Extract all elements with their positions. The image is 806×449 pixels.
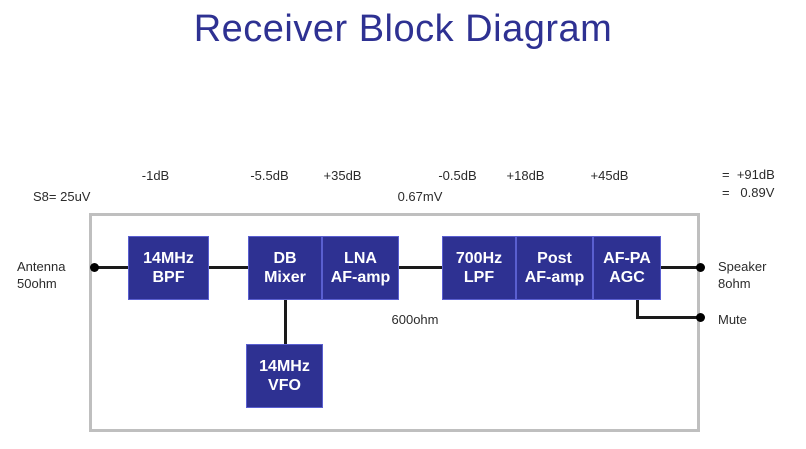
wire-mute-run xyxy=(636,316,700,319)
block-lpf-line2: LPF xyxy=(463,269,495,286)
gain-label-bpf: -1dB xyxy=(141,168,170,183)
gain-label-postamp: +18dB xyxy=(506,168,545,183)
wire-bpf-to-mixer xyxy=(209,266,248,269)
chassis-outline xyxy=(89,213,700,432)
block-lpf[interactable]: 700Hz LPF xyxy=(442,236,516,300)
block-lna-af-amp[interactable]: LNA AF-amp xyxy=(322,236,399,300)
block-af-pa-agc[interactable]: AF-PA AGC xyxy=(593,236,661,300)
block-bpf-line1: 14MHz xyxy=(143,250,194,267)
gain-label-afpa: +45dB xyxy=(590,168,629,183)
block-bpf[interactable]: 14MHz BPF xyxy=(128,236,209,300)
gain-label-lna: +35dB xyxy=(323,168,362,183)
block-af-pa-agc-line1: AF-PA xyxy=(603,250,651,267)
block-af-pa-agc-line2: AGC xyxy=(609,269,645,286)
block-db-mixer-line2: Mixer xyxy=(264,269,306,286)
gain-label-lpf: -0.5dB xyxy=(438,168,477,183)
wire-lna-to-lpf xyxy=(399,266,442,269)
wire-afpa-to-speaker xyxy=(661,266,700,269)
block-post-af-amp[interactable]: Post AF-amp xyxy=(516,236,593,300)
speaker-port-label-line1: Speaker xyxy=(718,259,767,274)
antenna-port-label-line2: 50ohm xyxy=(17,276,57,291)
total-voltage-label: = 0.89V xyxy=(722,185,775,200)
block-vfo-line1: 14MHz xyxy=(259,358,310,375)
wire-mixer-to-vfo xyxy=(284,300,287,346)
mid-signal-label: 0.67mV xyxy=(397,189,443,204)
mute-port-label: Mute xyxy=(718,312,747,327)
total-gain-label: = +91dB xyxy=(722,167,775,182)
wire-afpa-mute-drop xyxy=(636,300,639,318)
page-title: Receiver Block Diagram xyxy=(193,8,613,50)
block-vfo[interactable]: 14MHz VFO xyxy=(246,344,323,408)
speaker-node-dot xyxy=(696,263,705,272)
block-vfo-line2: VFO xyxy=(268,377,301,394)
speaker-port-label-line2: 8ohm xyxy=(718,276,751,291)
block-db-mixer-line1: DB xyxy=(273,250,297,267)
gain-label-mixer: -5.5dB xyxy=(250,168,289,183)
block-db-mixer[interactable]: DB Mixer xyxy=(248,236,322,300)
block-lna-line1: LNA xyxy=(344,250,377,267)
wire-antenna-to-bpf xyxy=(95,266,128,269)
block-bpf-line2: BPF xyxy=(152,269,185,286)
antenna-port-label-line1: Antenna xyxy=(17,259,66,274)
antenna-node-dot xyxy=(90,263,99,272)
block-lpf-line1: 700Hz xyxy=(455,250,503,267)
block-post-af-amp-line1: Post xyxy=(537,250,572,267)
mid-impedance-label: 600ohm xyxy=(391,312,439,327)
block-post-af-amp-line2: AF-amp xyxy=(524,269,585,286)
block-lna-line2: AF-amp xyxy=(330,269,391,286)
input-signal-label: S8= 25uV xyxy=(33,189,91,204)
mute-node-dot xyxy=(696,313,705,322)
